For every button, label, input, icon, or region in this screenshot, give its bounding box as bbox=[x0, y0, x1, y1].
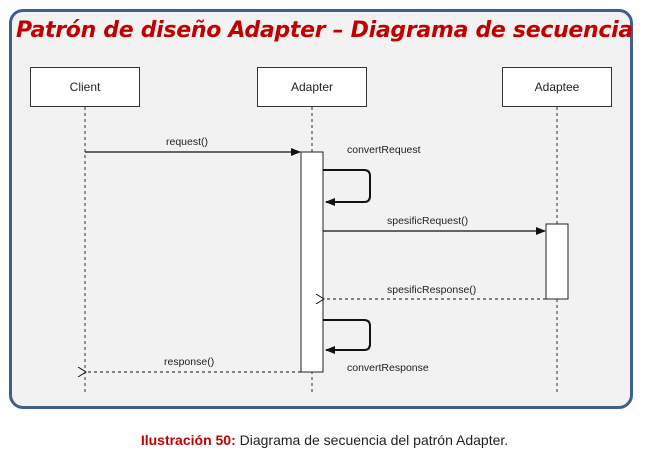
label-convert-response: convertResponse bbox=[347, 362, 429, 374]
label-specific-response: spesificResponse() bbox=[387, 284, 477, 296]
arrow-convert-request bbox=[323, 169, 371, 206]
label-request: request() bbox=[166, 136, 209, 148]
activation-adaptee bbox=[545, 223, 569, 300]
participant-adaptee: Adaptee bbox=[502, 67, 612, 107]
label-response: response() bbox=[164, 356, 215, 368]
arrow-convert-response bbox=[323, 319, 371, 354]
label-convert-request: convertRequest bbox=[347, 144, 421, 156]
participant-adapter: Adapter bbox=[257, 67, 367, 107]
figure-caption: Ilustración 50: Diagrama de secuencia de… bbox=[0, 432, 649, 448]
activation-adapter bbox=[300, 151, 324, 373]
caption-text: Diagrama de secuencia del patrón Adapter… bbox=[235, 432, 509, 448]
caption-label: Ilustración 50: bbox=[140, 432, 236, 448]
diagram-title: Patrón de diseño Adapter – Diagrama de s… bbox=[16, 18, 633, 43]
label-specific-request: spesificRequest() bbox=[387, 215, 469, 227]
participant-client: Client bbox=[30, 67, 140, 107]
